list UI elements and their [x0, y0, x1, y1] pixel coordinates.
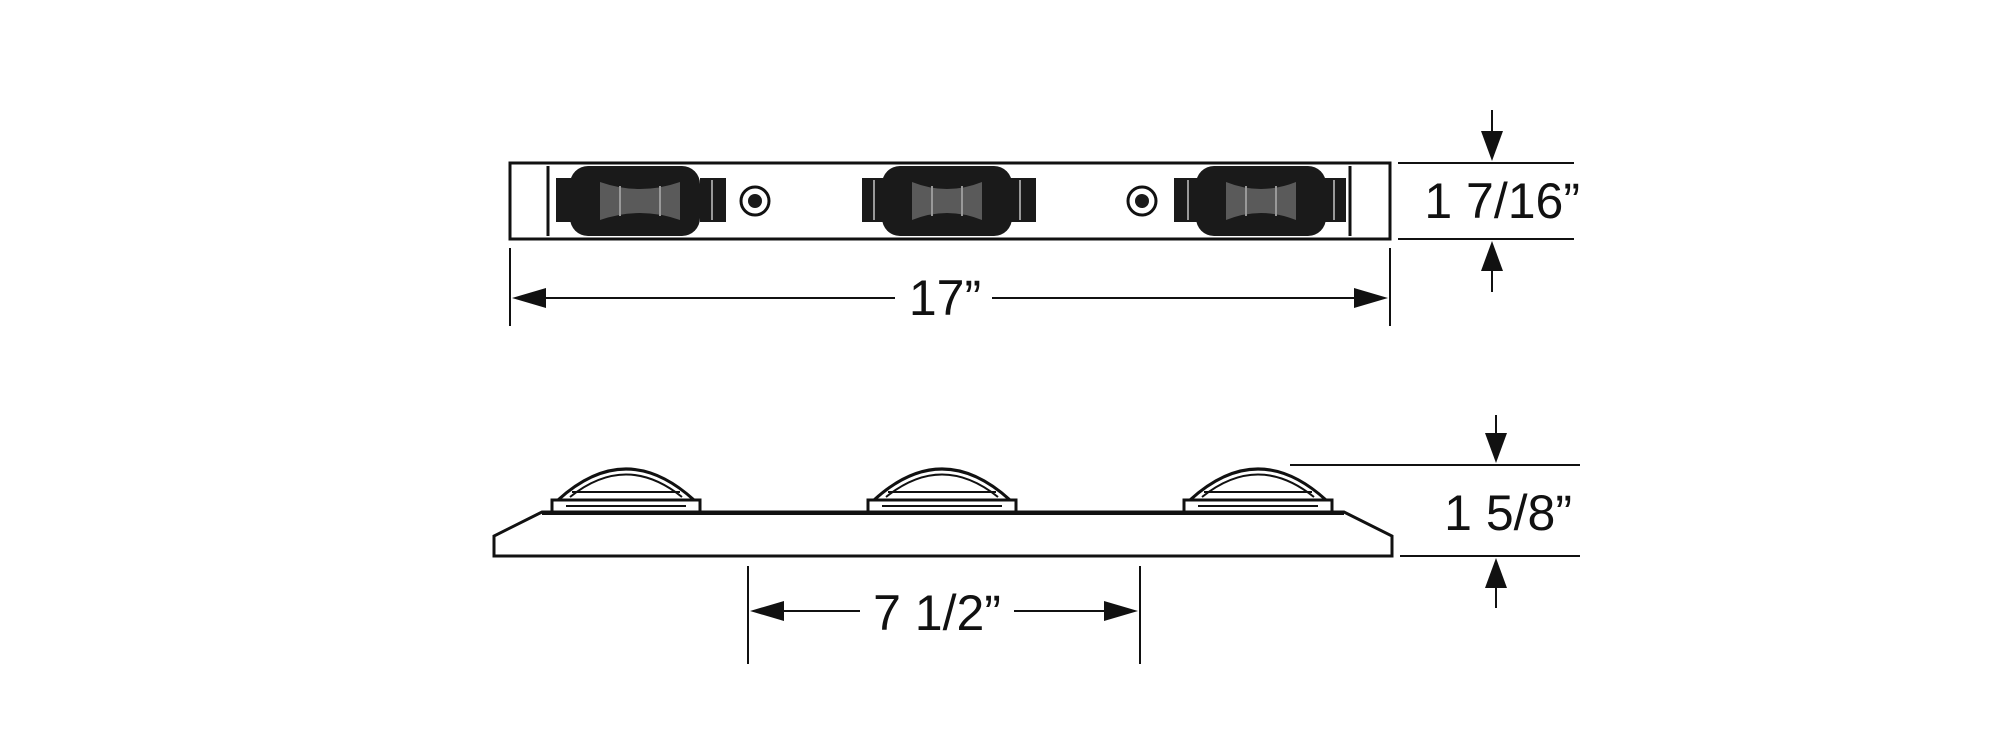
arrowhead-bottom	[1481, 241, 1503, 271]
top-view	[508, 161, 1392, 241]
side-view-lamp-3	[1182, 467, 1334, 514]
top-view-screw-2	[1126, 185, 1158, 217]
arrowhead-right	[1104, 601, 1138, 621]
arrowhead-top	[1485, 433, 1507, 463]
side-view-lamp-2	[866, 467, 1018, 514]
top-view-width-label: 17”	[909, 270, 981, 326]
arrowhead-bottom	[1485, 558, 1507, 588]
top-view-lamp-1	[556, 166, 726, 236]
arrowhead-left	[512, 288, 546, 308]
side-view-base	[492, 510, 1394, 558]
arrowhead-left	[750, 601, 784, 621]
top-view-screw-1	[739, 185, 771, 217]
side-view-spacing-dimension	[747, 566, 1141, 664]
side-view-height-dimension	[1290, 415, 1580, 608]
top-view-width-dimension	[509, 248, 1391, 326]
top-view-lamp-3	[1174, 166, 1346, 236]
arrowhead-right	[1354, 288, 1388, 308]
side-view-height-label: 1 5/8”	[1444, 485, 1572, 541]
side-view	[492, 467, 1394, 558]
top-view-height-dimension	[1398, 110, 1574, 292]
top-view-lamp-2	[862, 166, 1036, 236]
arrowhead-top	[1481, 131, 1503, 161]
side-view-lamp-1	[550, 467, 702, 514]
side-view-spacing-label: 7 1/2”	[873, 585, 1001, 641]
top-view-height-label: 1 7/16”	[1424, 173, 1580, 229]
